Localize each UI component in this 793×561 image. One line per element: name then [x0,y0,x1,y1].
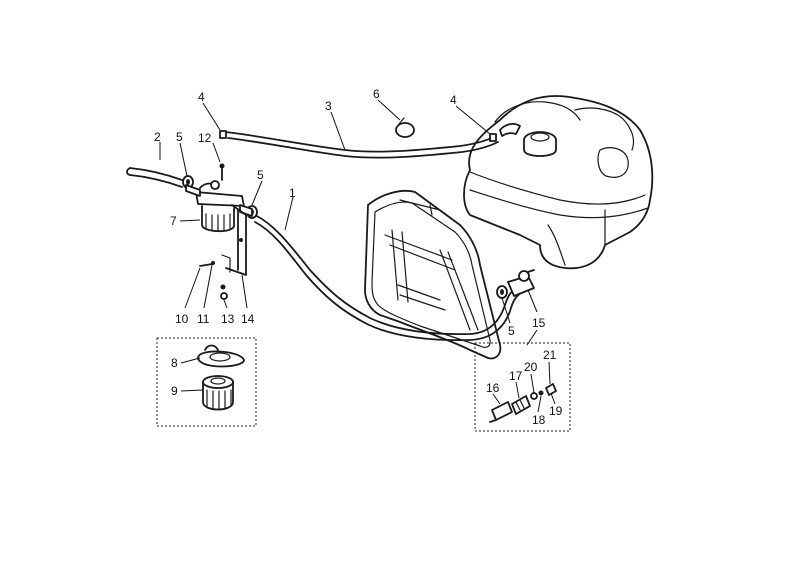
callout-7: 7 [170,214,177,228]
callout-21: 21 [543,348,557,362]
callout-12: 12 [198,131,212,145]
tank-bracket [364,190,502,360]
fuel-tank [463,95,654,270]
callout-13: 13 [221,312,235,326]
nut-19-21 [545,383,557,396]
callout-20: 20 [524,360,538,374]
callout-6: 6 [373,87,380,101]
valve-body-16 [489,401,513,423]
callout-4a: 4 [198,90,205,104]
callout-19: 19 [549,404,563,418]
callout-5c: 5 [508,324,515,338]
callout-10: 10 [175,312,189,326]
spring-17 [511,395,531,415]
callout-numbers: 1 2 3 4 4 5 5 5 6 7 8 9 10 11 12 13 14 1… [154,87,563,427]
filler-cap [523,131,557,157]
fuel-filter-assembly [185,163,253,300]
callout-5a: 5 [176,130,183,144]
callout-9: 9 [171,384,178,398]
callout-18: 18 [532,413,546,427]
callout-2: 2 [154,130,161,144]
hose-clamp-5c [496,285,508,299]
callout-15: 15 [532,316,546,330]
washer-18-20 [530,390,544,400]
filter-head-8 [197,344,245,368]
hose-3-return [225,131,499,159]
inset-box-filter-element [156,337,257,427]
leader-lines [159,99,556,413]
inset-box-valve-parts [474,342,571,432]
callout-4b: 4 [450,93,457,107]
clip-4b [489,133,497,142]
hose-clamp-6 [395,117,415,138]
callout-14: 14 [241,312,255,326]
hose-2-inlet [126,167,183,188]
callout-8: 8 [171,356,178,370]
hose-1-supply [254,214,527,342]
callout-3: 3 [325,99,332,113]
callout-11: 11 [197,312,210,326]
callout-16: 16 [486,381,500,395]
callout-17: 17 [509,369,523,383]
filter-element-9 [202,375,234,411]
callout-1: 1 [289,186,296,200]
clip-4a [219,130,227,139]
callout-5b: 5 [257,168,264,182]
tank-outlet-valve-15 [507,269,535,297]
